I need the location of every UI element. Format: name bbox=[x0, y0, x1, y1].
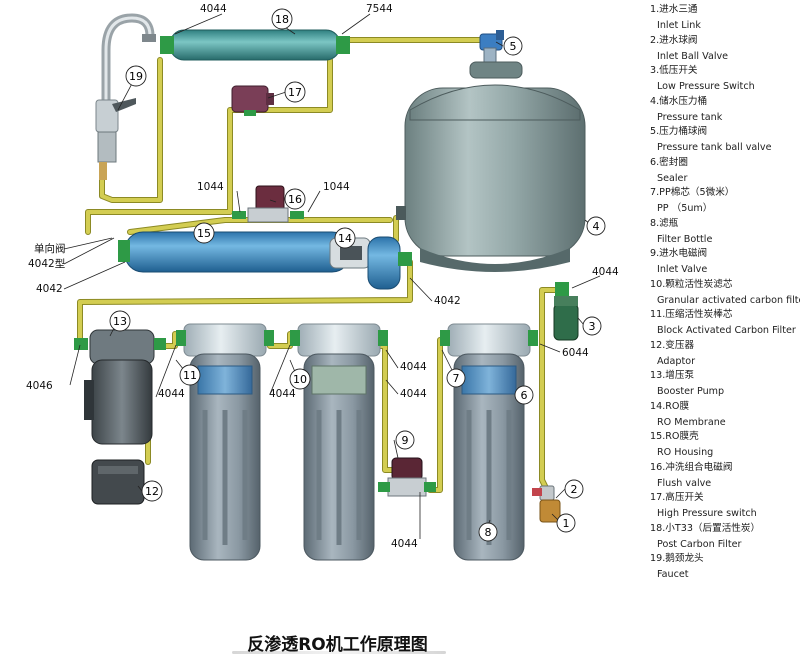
faucet bbox=[95, 13, 156, 180]
legend-item: 7.PP棉芯（5微米）PP （5um） bbox=[650, 187, 735, 214]
label-check-valve: 单向阀 bbox=[34, 242, 66, 255]
callout-8: 8 bbox=[478, 522, 498, 542]
svg-text:12: 12 bbox=[145, 485, 159, 498]
callout-2: 2 bbox=[564, 479, 584, 499]
diagram-title: 反渗透RO机工作原理图 bbox=[247, 635, 428, 655]
callout-11: 11 bbox=[179, 364, 201, 386]
svg-text:11: 11 bbox=[183, 369, 197, 382]
filter-housing-3 bbox=[176, 323, 274, 561]
svg-text:18: 18 bbox=[275, 13, 289, 26]
filter-housing-1 bbox=[440, 323, 538, 561]
high-pressure-switch bbox=[231, 85, 274, 116]
post-carbon-filter bbox=[160, 29, 350, 61]
callout-19: 19 bbox=[125, 65, 147, 87]
label-top-right: 7544 bbox=[366, 3, 393, 15]
callout-17: 17 bbox=[284, 81, 306, 103]
label-membrane-outlet: 4042 bbox=[434, 295, 461, 307]
svg-text:13: 13 bbox=[113, 315, 127, 328]
label-flush-right: 1044 bbox=[323, 181, 350, 193]
label-check-valve-model: 4042型 bbox=[28, 257, 65, 270]
label-stage2-left: 4044 bbox=[158, 388, 185, 400]
svg-text:7: 7 bbox=[453, 372, 460, 385]
label-pump-inlet: 4046 bbox=[26, 380, 53, 392]
pressure-tank bbox=[396, 61, 586, 272]
label-flush-left: 1044 bbox=[197, 181, 224, 193]
svg-text:2: 2 bbox=[571, 483, 578, 496]
label-top-left: 4044 bbox=[200, 3, 227, 15]
callouts: 1 2 3 4 5 6 7 8 9 10 11 12 13 14 15 16 1… bbox=[109, 8, 606, 542]
svg-text:14: 14 bbox=[338, 232, 352, 245]
callout-10: 10 bbox=[289, 368, 311, 390]
label-stage1-mid: 4044 bbox=[400, 388, 427, 400]
callout-3: 3 bbox=[582, 316, 602, 336]
svg-text:10: 10 bbox=[293, 373, 307, 386]
svg-text:9: 9 bbox=[402, 434, 409, 447]
inlet-solenoid-valve bbox=[378, 457, 436, 497]
callout-9: 9 bbox=[395, 430, 415, 450]
fitting-labels: 4044 7544 1044 1044 单向阀 4042型 4042 4042 … bbox=[26, 3, 619, 550]
inlet-fittings bbox=[532, 485, 561, 523]
svg-text:6: 6 bbox=[521, 389, 528, 402]
label-low-pressure-top: 4044 bbox=[592, 266, 619, 278]
svg-text:8: 8 bbox=[485, 526, 492, 539]
low-pressure-switch bbox=[553, 282, 579, 341]
label-inlet-valve: 4044 bbox=[391, 538, 418, 550]
svg-text:16: 16 bbox=[288, 193, 302, 206]
callout-1: 1 bbox=[556, 513, 576, 533]
callout-6: 6 bbox=[514, 385, 534, 405]
svg-text:17: 17 bbox=[288, 86, 302, 99]
callout-7: 7 bbox=[446, 368, 466, 388]
label-housing-inlet: 4042 bbox=[36, 283, 63, 295]
label-stage1-top: 4044 bbox=[400, 361, 427, 373]
filter-housing-2 bbox=[290, 323, 388, 561]
callout-5: 5 bbox=[503, 36, 523, 56]
label-stage2-right: 4044 bbox=[269, 388, 296, 400]
title-underline bbox=[232, 651, 446, 654]
callout-16: 16 bbox=[284, 188, 306, 210]
callout-13: 13 bbox=[109, 310, 131, 332]
flush-valve bbox=[232, 185, 304, 223]
label-low-pressure-bottom: 6044 bbox=[562, 347, 589, 359]
legend-item: 18.小T33（后置活性炭）Post Carbon Filter bbox=[650, 522, 761, 550]
svg-text:4: 4 bbox=[593, 220, 600, 233]
booster-pump bbox=[74, 329, 166, 445]
svg-text:5: 5 bbox=[510, 40, 517, 53]
callout-4: 4 bbox=[586, 216, 606, 236]
svg-text:15: 15 bbox=[197, 227, 211, 240]
svg-text:19: 19 bbox=[129, 70, 143, 83]
adaptor bbox=[91, 459, 145, 505]
ro-housing bbox=[118, 231, 412, 290]
callout-12: 12 bbox=[141, 480, 163, 502]
callout-18: 18 bbox=[271, 8, 293, 30]
callout-14: 14 bbox=[334, 227, 356, 249]
callout-15: 15 bbox=[193, 222, 215, 244]
svg-text:3: 3 bbox=[589, 320, 596, 333]
svg-text:1: 1 bbox=[563, 517, 570, 530]
tank-ball-valve bbox=[479, 30, 504, 67]
